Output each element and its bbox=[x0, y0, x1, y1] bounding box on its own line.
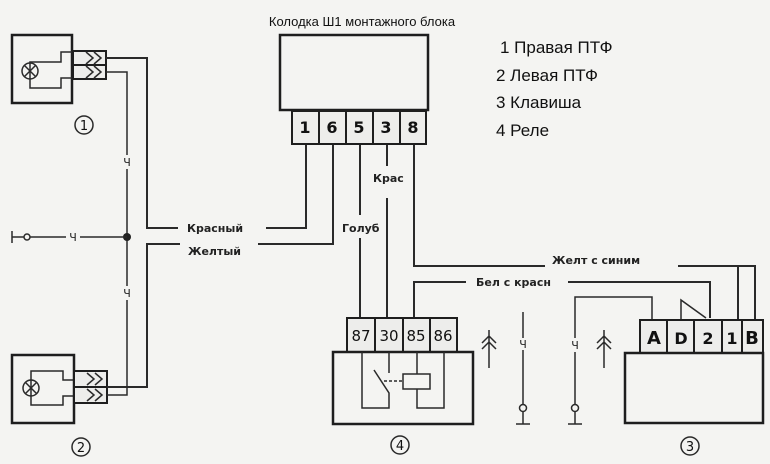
fog-light-switch: Ч A D 2 1 B 3 bbox=[568, 296, 765, 456]
switch-pin-label: B bbox=[745, 328, 759, 349]
relay-ground: Ч bbox=[481, 312, 530, 425]
connector-pin-box bbox=[399, 110, 427, 145]
white-red-wire bbox=[413, 281, 466, 318]
switch-number-circle bbox=[680, 436, 700, 456]
connector-pins: 1 6 5 3 8 bbox=[291, 110, 427, 145]
diagram-title: Колодка Ш1 монтажного блока bbox=[269, 14, 456, 29]
ground-terminal-icon bbox=[11, 231, 24, 243]
connector-pin-label: 5 bbox=[353, 118, 364, 137]
connector-pin-label: 8 bbox=[407, 118, 418, 137]
switch-pin-label: D bbox=[674, 329, 687, 348]
connector-pin-label: 3 bbox=[380, 118, 391, 137]
red-wire bbox=[106, 57, 178, 229]
yellow-wire bbox=[107, 243, 180, 388]
terminal-chevron-icon bbox=[85, 65, 103, 79]
fog-light-1-housing bbox=[10, 33, 74, 105]
switch-pin-label: 2 bbox=[702, 329, 713, 348]
yellow-blue-wire bbox=[413, 145, 545, 267]
ground-terminal-ring bbox=[570, 403, 580, 413]
relay-number-circle bbox=[390, 435, 410, 455]
ground-wire bbox=[106, 71, 128, 396]
terminal-chevron-icon bbox=[86, 372, 104, 386]
connector-pin-box bbox=[318, 110, 347, 145]
yellow-blue-wire bbox=[678, 265, 756, 320]
wire-label-yellow: Желтый bbox=[188, 245, 241, 258]
ground-wire-label: Ч bbox=[519, 338, 527, 351]
legend: 1 Правая ПТФ 2 Левая ПТФ 3 Клавиша 4 Рел… bbox=[496, 38, 613, 140]
relay-pin-label: 30 bbox=[379, 327, 398, 345]
wire-label-red: Красный bbox=[187, 222, 243, 235]
fog-light-2-number: 2 bbox=[77, 441, 85, 456]
fog-light-2-housing bbox=[10, 353, 76, 425]
switch-pin-box bbox=[666, 319, 695, 354]
legend-item-1: 1 Правая ПТФ bbox=[500, 38, 613, 57]
legend-item-4: 4 Реле bbox=[496, 121, 549, 140]
switch-body bbox=[623, 351, 765, 425]
connector-pin-label: 6 bbox=[326, 118, 337, 137]
terminal-chevron-icon bbox=[85, 51, 103, 65]
connector-pin-label: 1 bbox=[299, 118, 310, 137]
fog-light-1-circuit bbox=[29, 51, 72, 89]
connector-arrow-icon bbox=[481, 330, 497, 368]
fog-light-1: 1 bbox=[10, 33, 107, 135]
switch-pin-label: 1 bbox=[726, 329, 737, 348]
legend-item-3: 3 Клавиша bbox=[496, 93, 582, 112]
connector-pin-box bbox=[345, 110, 374, 145]
connector-arrow-icon bbox=[596, 330, 612, 368]
wire-label-white-red: Бел с красн bbox=[476, 276, 551, 289]
ground-bus: Ч Ч Ч bbox=[11, 71, 134, 396]
wire-label-yellow-blue: Желт с синим bbox=[552, 254, 640, 267]
wire-label-blue: Голуб bbox=[342, 222, 380, 235]
wire-label-red-short: Крас bbox=[373, 172, 404, 185]
fog-light-1-number: 1 bbox=[80, 119, 88, 134]
switch-jumper bbox=[680, 298, 707, 320]
ground-wire-label: Ч bbox=[123, 287, 131, 300]
red-wire bbox=[266, 145, 307, 229]
ground-wire-label: Ч bbox=[69, 231, 77, 244]
ground-symbol-icon bbox=[516, 412, 530, 425]
ground-wire-label: Ч bbox=[571, 339, 579, 352]
switch-number: 3 bbox=[686, 440, 694, 455]
ground-terminal-ring bbox=[23, 233, 31, 241]
fog-light-2-number-circle bbox=[71, 437, 91, 457]
legend-item-2: 2 Левая ПТФ bbox=[496, 66, 598, 85]
switch-pin-label: A bbox=[647, 328, 661, 349]
yellow-wire bbox=[258, 145, 334, 245]
connector-pin-box bbox=[291, 110, 320, 145]
white-red-wire bbox=[568, 281, 711, 318]
relay-contact bbox=[361, 352, 390, 409]
relay: 87 30 85 86 4 bbox=[331, 317, 475, 455]
relay-pin-label: 85 bbox=[406, 327, 425, 345]
relay-coil-wire bbox=[416, 352, 445, 409]
fog-light-1-number-circle bbox=[74, 115, 94, 135]
lamp-icon bbox=[22, 379, 40, 397]
lamp-icon bbox=[21, 62, 39, 80]
ground-symbol-icon bbox=[568, 412, 582, 425]
relay-pin-label: 86 bbox=[433, 327, 452, 345]
terminal-chevron-icon bbox=[86, 388, 104, 402]
relay-number: 4 bbox=[396, 439, 404, 454]
mounting-block-body bbox=[278, 33, 430, 112]
mounting-block-connector: 1 6 5 3 8 bbox=[278, 33, 430, 145]
relay-pin-label: 87 bbox=[351, 327, 370, 345]
ground-terminal-ring bbox=[518, 403, 528, 413]
fog-light-2: 2 bbox=[10, 353, 108, 457]
ground-wire-label: Ч bbox=[123, 156, 131, 169]
